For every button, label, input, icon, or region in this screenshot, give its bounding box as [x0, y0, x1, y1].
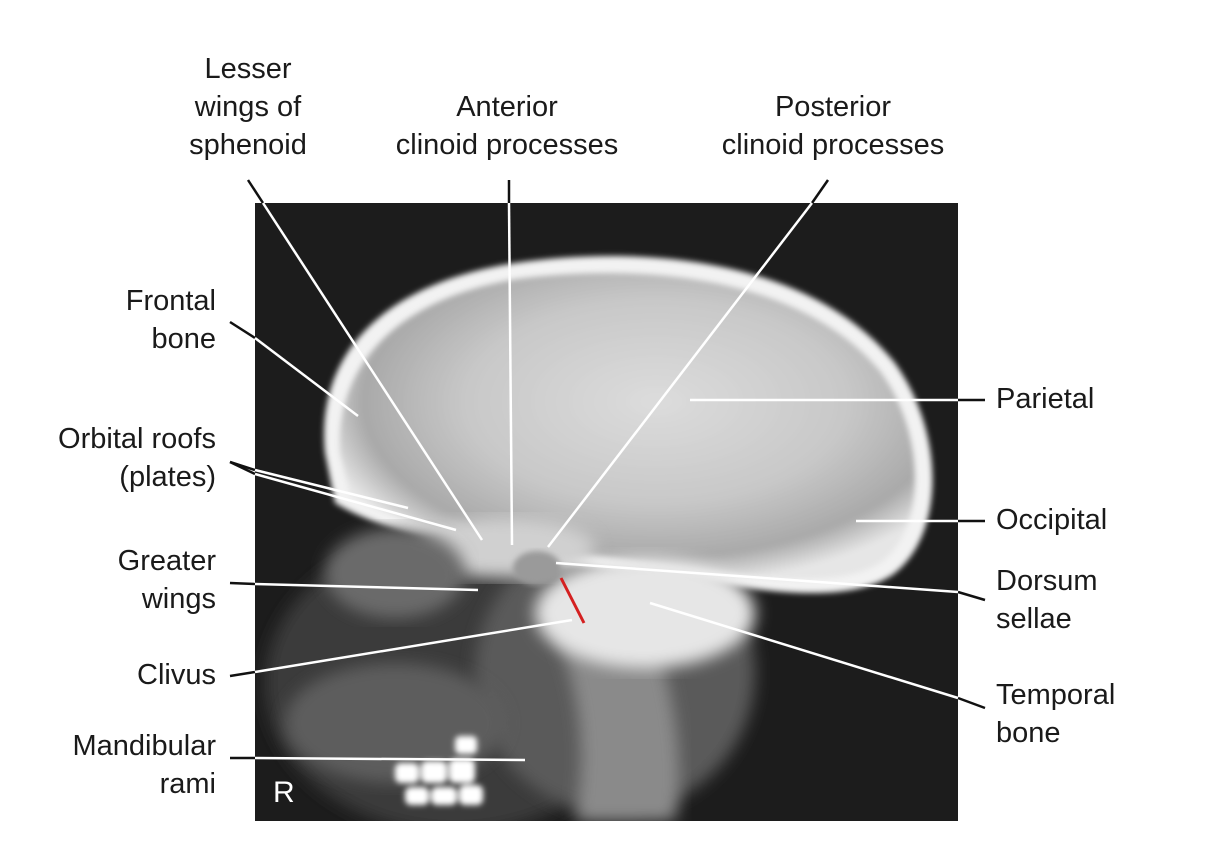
- label-orbital-roofs: Orbital roofs (plates): [58, 423, 216, 493]
- leader-line-clivus-outer: [229, 670, 256, 678]
- label-mandibular-rami: Mandibular rami: [72, 730, 216, 800]
- label-clivus: Clivus: [137, 659, 216, 691]
- label-temporal-bone: Temporal bone: [996, 679, 1116, 749]
- side-marker-r: R: [273, 776, 295, 809]
- label-frontal-bone: Frontal bone: [125, 285, 216, 355]
- leader-line-temporal-outer: [957, 696, 986, 710]
- label-anterior-clinoid-processes: Anterior clinoid processes: [395, 91, 619, 161]
- label-parietal: Parietal: [996, 383, 1095, 415]
- label-dorsum-sellae: Dorsum sellae: [996, 565, 1098, 635]
- leader-line-orbital-outer-2: [229, 460, 256, 476]
- leader-line-posterior-clinoid-outer: [810, 179, 830, 204]
- label-lesser-wings-of-sphenoid: Lesser wings of sphenoid: [189, 53, 307, 161]
- leader-line-orbital-outer-1: [229, 460, 256, 472]
- label-occipital: Occipital: [996, 504, 1108, 536]
- leader-line-dorsum-outer: [957, 590, 986, 602]
- skull-xray-image: [255, 203, 958, 821]
- leader-line-greater-wings-outer: [229, 581, 256, 586]
- label-greater-wings: Greater wings: [117, 545, 216, 615]
- leader-line-frontal-outer: [229, 320, 256, 340]
- label-posterior-clinoid-processes: Posterior clinoid processes: [721, 91, 945, 161]
- leader-line-lesser-wings-outer: [246, 179, 265, 204]
